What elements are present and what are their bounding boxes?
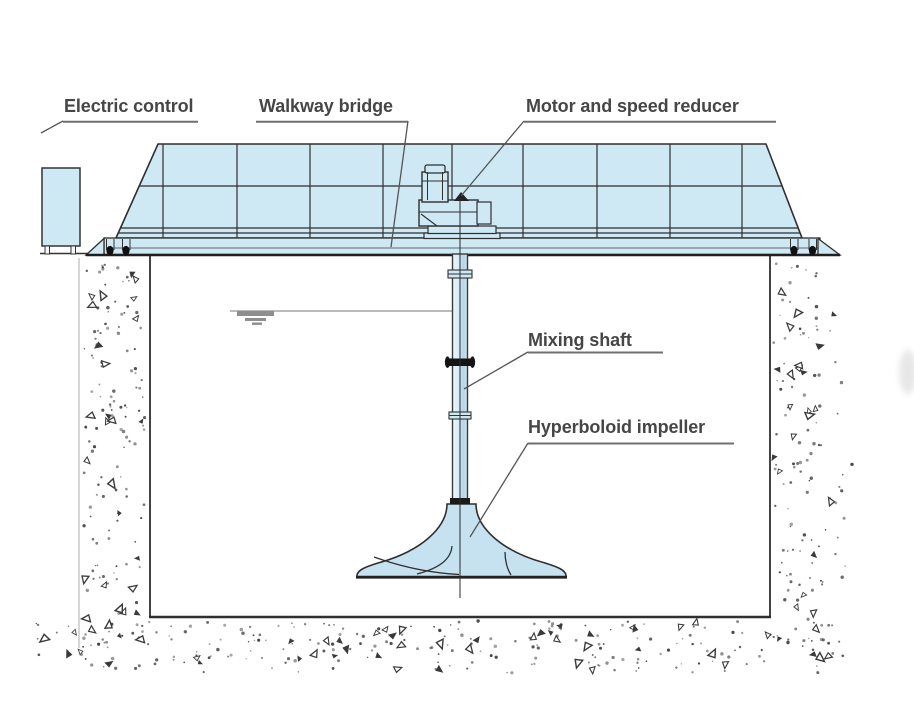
- leader-walkway-bridge: [390, 120, 409, 248]
- cabinet-leg: [70, 245, 76, 255]
- concrete-texture-left-wall: [79, 263, 147, 641]
- gearbox-side-unit: [476, 201, 492, 225]
- water-symbol-bar: [237, 311, 274, 316]
- leader-motor: [460, 120, 525, 197]
- water-symbol-bar: [252, 322, 262, 325]
- concrete-texture-right-wall: [771, 262, 854, 643]
- cabinet-body: [41, 167, 81, 247]
- edge-smudge: [899, 350, 914, 394]
- leader-lines: [40, 120, 776, 538]
- concrete-texture-floor-slab: [35, 617, 845, 676]
- motor-cap: [424, 164, 446, 174]
- leader-impeller: [469, 442, 529, 538]
- motor-body: [421, 171, 449, 203]
- label-hyperboloid-impeller: Hyperboloid impeller: [528, 417, 706, 437]
- label-electric-control: Electric control: [64, 96, 194, 116]
- shaft-top-cone: [454, 192, 469, 201]
- gearbox-body: [418, 199, 479, 227]
- hyperboloid-impeller: [356, 498, 567, 579]
- leader-mixing-shaft: [463, 351, 529, 390]
- impeller-blade-curve: [504, 551, 512, 576]
- walkway-bridge: [84, 143, 842, 257]
- label-walkway-bridge: Walkway bridge: [259, 96, 393, 116]
- gearbox-hatch-line: [420, 213, 438, 227]
- impeller-blade-curve: [416, 545, 453, 575]
- label-motor-speed-reducer: Motor and speed reducer: [526, 96, 739, 116]
- base-plate-upper: [427, 225, 497, 235]
- motor-and-speed-reducer: [418, 164, 501, 240]
- water-symbol-bar: [245, 318, 266, 321]
- leader-electric-control: [40, 120, 64, 134]
- tank: [78, 256, 771, 648]
- electric-control-cabinet: [41, 167, 81, 255]
- water-level: [230, 310, 452, 325]
- impeller-blade-curve: [373, 556, 460, 576]
- cabinet-leg: [44, 245, 50, 255]
- label-mixing-shaft: Mixing shaft: [528, 330, 632, 350]
- bridge-deck: [103, 237, 821, 256]
- deck-anchor-bolts: [106, 239, 817, 256]
